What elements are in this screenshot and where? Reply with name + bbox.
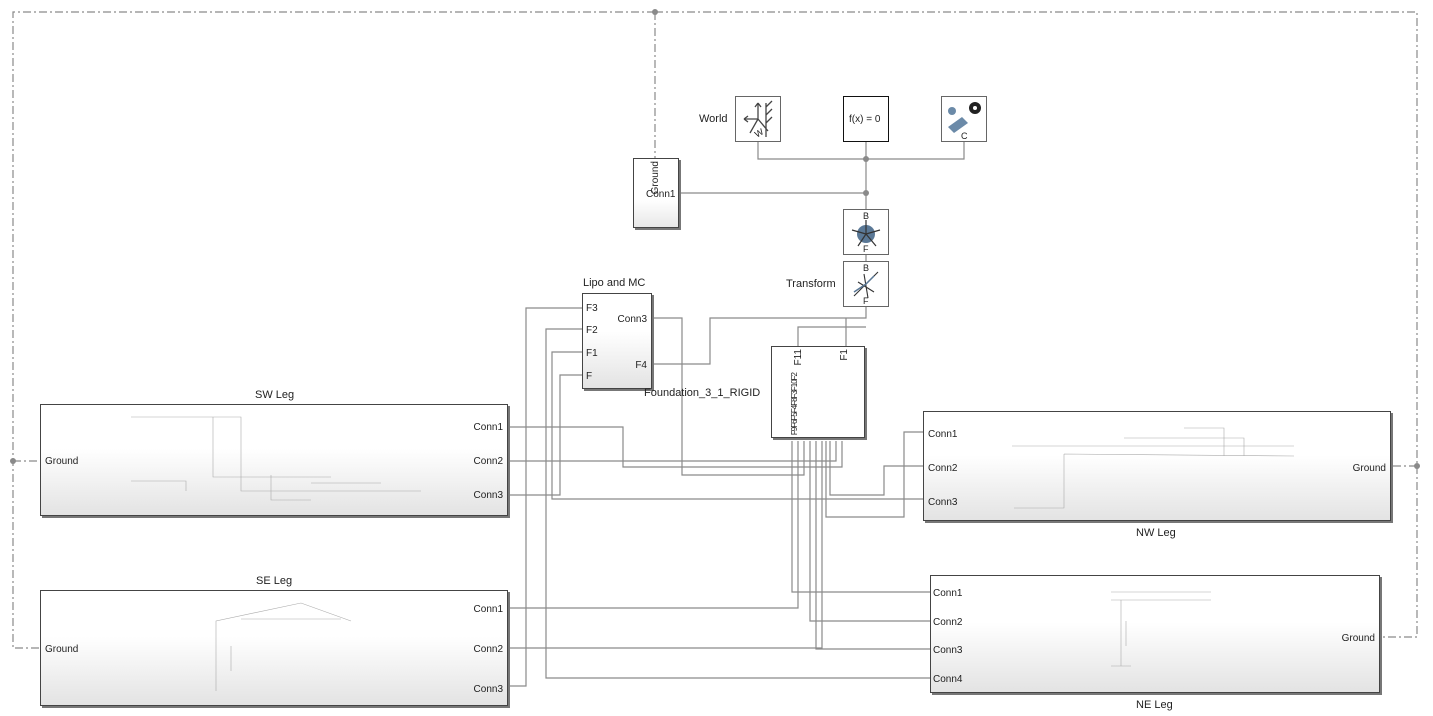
sw-leg-ground-port[interactable]: Ground — [45, 456, 79, 467]
lipo-f3-line — [508, 307, 582, 687]
world-frame-icon — [743, 100, 773, 137]
wrench-gear-icon — [948, 102, 981, 133]
world-title: World — [699, 113, 728, 125]
nw-leg-internal-diagram — [1012, 427, 1295, 509]
lipo-conn3-port[interactable]: Conn3 — [617, 314, 647, 325]
mechanism-config-block[interactable]: C — [941, 96, 987, 142]
lipo-f2-line — [545, 328, 930, 679]
sw-leg-block[interactable]: Ground Conn1 Conn2 Conn3 — [40, 404, 508, 516]
joint-block[interactable]: B F — [843, 209, 889, 255]
se-leg-conn2-port[interactable]: Conn2 — [473, 644, 503, 655]
se-leg-ground-port[interactable]: Ground — [45, 644, 79, 655]
joint-f-port[interactable]: F — [863, 244, 869, 254]
se-leg-internal-diagram — [215, 602, 352, 691]
nw-leg-conn1-port[interactable]: Conn1 — [928, 429, 958, 440]
ground-conn1-port[interactable]: Conn1 — [646, 189, 676, 200]
foundation-bottom-ports[interactable]: F9F6F5F4F8F3F10F2 — [790, 372, 799, 435]
sw-conn1-line — [508, 426, 843, 468]
ground-block[interactable]: Ground Conn1 — [633, 158, 679, 228]
lipo-f4-port[interactable]: F4 — [635, 360, 647, 371]
sw-leg-internal-diagram — [131, 416, 421, 501]
nw-leg-ground-port[interactable]: Ground — [1352, 463, 1386, 474]
lipo-conn3-line — [652, 317, 805, 476]
nw-leg-block[interactable]: Conn1 Conn2 Conn3 Ground — [923, 411, 1391, 521]
sw-conn2-line — [508, 441, 837, 462]
transform-b-port[interactable]: B — [863, 263, 870, 273]
foundation-title: Foundation_3_1_RIGID — [644, 387, 761, 399]
se-conn1-line — [508, 441, 799, 609]
ground-loop-line — [12, 11, 1418, 649]
nw-conn2-line — [829, 441, 923, 496]
sw-leg-conn2-port[interactable]: Conn2 — [473, 456, 503, 467]
lipo-f1-line — [551, 351, 923, 500]
ne-conn3-line — [815, 441, 930, 650]
solver-config-block[interactable]: f(x) = 0 — [843, 96, 889, 142]
sw-leg-title: SW Leg — [255, 389, 295, 401]
se-leg-title: SE Leg — [256, 575, 293, 587]
config-tree-lines — [652, 142, 965, 365]
transform-title: Transform — [786, 278, 836, 290]
ne-leg-block[interactable]: Conn1 Conn2 Conn3 Conn4 Ground — [930, 575, 1380, 693]
rigid-transform-icon — [853, 271, 879, 299]
nw-leg-conn2-port[interactable]: Conn2 — [928, 463, 958, 474]
nw-conn1-line — [825, 431, 923, 518]
foundation-f11-port[interactable]: F11 — [793, 349, 804, 366]
nw-leg-conn3-port[interactable]: Conn3 — [928, 497, 958, 508]
ne-leg-conn3-port[interactable]: Conn3 — [933, 645, 963, 656]
ne-leg-internal-diagram — [1111, 591, 1211, 667]
world-frame-block[interactable]: W — [735, 96, 781, 142]
ne-leg-conn2-port[interactable]: Conn2 — [933, 617, 963, 628]
lipo-f1-port[interactable]: F1 — [586, 348, 598, 359]
foundation-f1-port[interactable]: F1 — [839, 349, 850, 361]
foundation-block[interactable]: F11 F1 F9F6F5F4F8F3F10F2 — [771, 346, 865, 438]
lipo-f-port[interactable]: F — [586, 371, 593, 382]
solver-expression: f(x) = 0 — [849, 114, 881, 125]
ne-leg-title: NE Leg — [1136, 699, 1173, 711]
se-conn2-line — [508, 441, 823, 649]
lipo-f3-port[interactable]: F3 — [586, 303, 598, 314]
nw-leg-title: NW Leg — [1136, 527, 1176, 539]
lipo-f-line — [508, 374, 582, 496]
sw-leg-conn1-port[interactable]: Conn1 — [473, 422, 503, 433]
joint-b-port[interactable]: B — [863, 211, 870, 221]
ne-leg-ground-port[interactable]: Ground — [1341, 633, 1375, 644]
se-leg-block[interactable]: Ground Conn1 Conn2 Conn3 — [40, 590, 508, 706]
ne-conn1-line — [791, 441, 930, 593]
lipo-f2-port[interactable]: F2 — [586, 325, 598, 336]
sw-leg-conn3-port[interactable]: Conn3 — [473, 490, 503, 501]
se-leg-conn3-port[interactable]: Conn3 — [473, 684, 503, 695]
bushing-joint-icon — [851, 220, 881, 247]
ne-leg-conn1-port[interactable]: Conn1 — [933, 588, 963, 599]
f11-line — [797, 326, 866, 346]
se-leg-conn1-port[interactable]: Conn1 — [473, 604, 503, 615]
lipo-block[interactable]: F3 F2 F1 F Conn3 F4 — [582, 293, 652, 389]
ne-conn2-line — [809, 441, 930, 622]
lipo-title: Lipo and MC — [583, 277, 646, 289]
ne-leg-conn4-port[interactable]: Conn4 — [933, 674, 963, 685]
transform-f-port[interactable]: F — [863, 296, 869, 306]
transform-block[interactable]: B F — [843, 261, 889, 307]
config-c-port[interactable]: C — [961, 131, 968, 141]
